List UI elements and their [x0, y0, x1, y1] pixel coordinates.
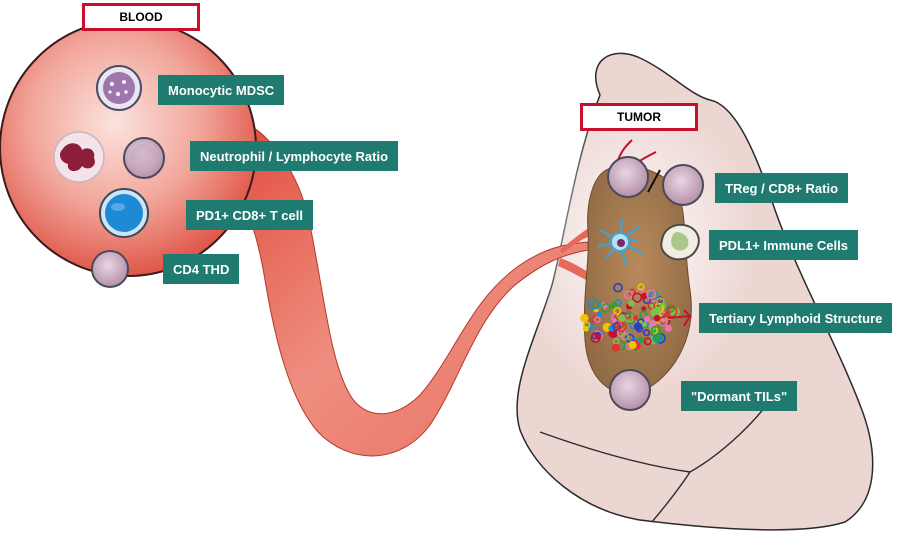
- pdl1-immune-cell: [660, 223, 700, 261]
- tls-cell: [628, 341, 637, 350]
- tls-cell: [658, 317, 668, 327]
- tls-cell: [670, 307, 680, 317]
- tls-cell: [639, 310, 648, 319]
- tls-cell: [623, 290, 634, 300]
- vessel-branch-down: [558, 258, 594, 282]
- tumor-strand-1: [617, 139, 633, 161]
- tls-cell: [601, 302, 612, 313]
- tls-cell: [594, 316, 601, 324]
- vessel-branch-up: [560, 226, 592, 254]
- tls-pointer: [667, 309, 693, 327]
- tls-cell: [664, 311, 671, 318]
- tls-cell: [624, 312, 631, 320]
- dendritic-cell: [597, 217, 645, 267]
- tls-cell: [637, 283, 645, 291]
- tls-cell: [650, 325, 661, 337]
- label-dormant-tils: "Dormant TILs": [681, 381, 798, 411]
- label-treg-cd8-ratio: TReg / CD8+ Ratio: [715, 173, 849, 203]
- label-pd1-cd8-t-cell: PD1+ CD8+ T cell: [186, 200, 313, 230]
- tls-cell: [653, 314, 661, 322]
- tissue-line-1: [539, 431, 691, 473]
- label-tertiary-lymphoid-structure: Tertiary Lymphoid Structure: [699, 303, 893, 333]
- tls-cell: [643, 315, 651, 323]
- tls-cell: [641, 292, 648, 300]
- tls-cell: [580, 314, 589, 323]
- dormant-til-cell: [609, 369, 651, 411]
- tissue-line-3: [651, 471, 691, 523]
- tumor-title: TUMOR: [580, 103, 698, 131]
- tertiary-lymphoid-structure: [580, 282, 680, 352]
- tls-cell: [652, 333, 663, 344]
- ratio-divider: [647, 169, 661, 193]
- tls-cell: [617, 314, 626, 323]
- tls-cell: [616, 328, 627, 338]
- tls-cell: [590, 315, 598, 324]
- cd4-thd-cell: [91, 250, 129, 288]
- tls-cell: [646, 289, 657, 300]
- monocytic-mdsc-cell: [96, 65, 142, 111]
- lymphocyte-cell: [123, 137, 165, 179]
- label-monocytic-mdsc: Monocytic MDSC: [158, 75, 285, 105]
- tls-cell: [595, 334, 602, 340]
- tls-cell: [666, 304, 675, 313]
- tls-cell: [613, 282, 623, 293]
- tls-cell: [633, 315, 639, 321]
- tls-cell: [642, 322, 648, 327]
- tls-cell: [641, 306, 647, 312]
- tls-cell: [664, 324, 673, 332]
- tls-cell: [633, 322, 642, 331]
- tls-cell: [610, 301, 618, 309]
- tls-cell: [628, 300, 635, 307]
- neutrophil-cell: [53, 131, 105, 183]
- tls-cell: [647, 301, 656, 310]
- label-pdl1-immune-cells: PDL1+ Immune Cells: [709, 230, 858, 260]
- cd8-cell: [662, 164, 704, 206]
- tls-cell: [583, 321, 591, 329]
- tls-cell: [643, 337, 652, 346]
- tls-cell: [611, 343, 620, 352]
- tls-cell: [612, 322, 621, 331]
- tls-cell: [642, 329, 651, 337]
- tls-cell: [650, 307, 660, 318]
- label-cd4-thd: CD4 THD: [163, 254, 240, 284]
- tls-cell: [654, 299, 662, 307]
- pd1-cd8-t-cell: [99, 188, 149, 238]
- treg-cell: [607, 156, 649, 198]
- blood-title: BLOOD: [82, 3, 200, 31]
- tls-cell: [587, 298, 600, 310]
- label-neutrophil-lymphocyte-ratio: Neutrophil / Lymphocyte Ratio: [190, 141, 399, 171]
- tls-cell: [631, 292, 643, 303]
- tls-cell: [656, 297, 665, 306]
- tls-cell: [616, 321, 627, 332]
- tls-cell: [596, 311, 603, 318]
- tls-cell: [613, 306, 622, 315]
- tls-cell: [649, 320, 657, 328]
